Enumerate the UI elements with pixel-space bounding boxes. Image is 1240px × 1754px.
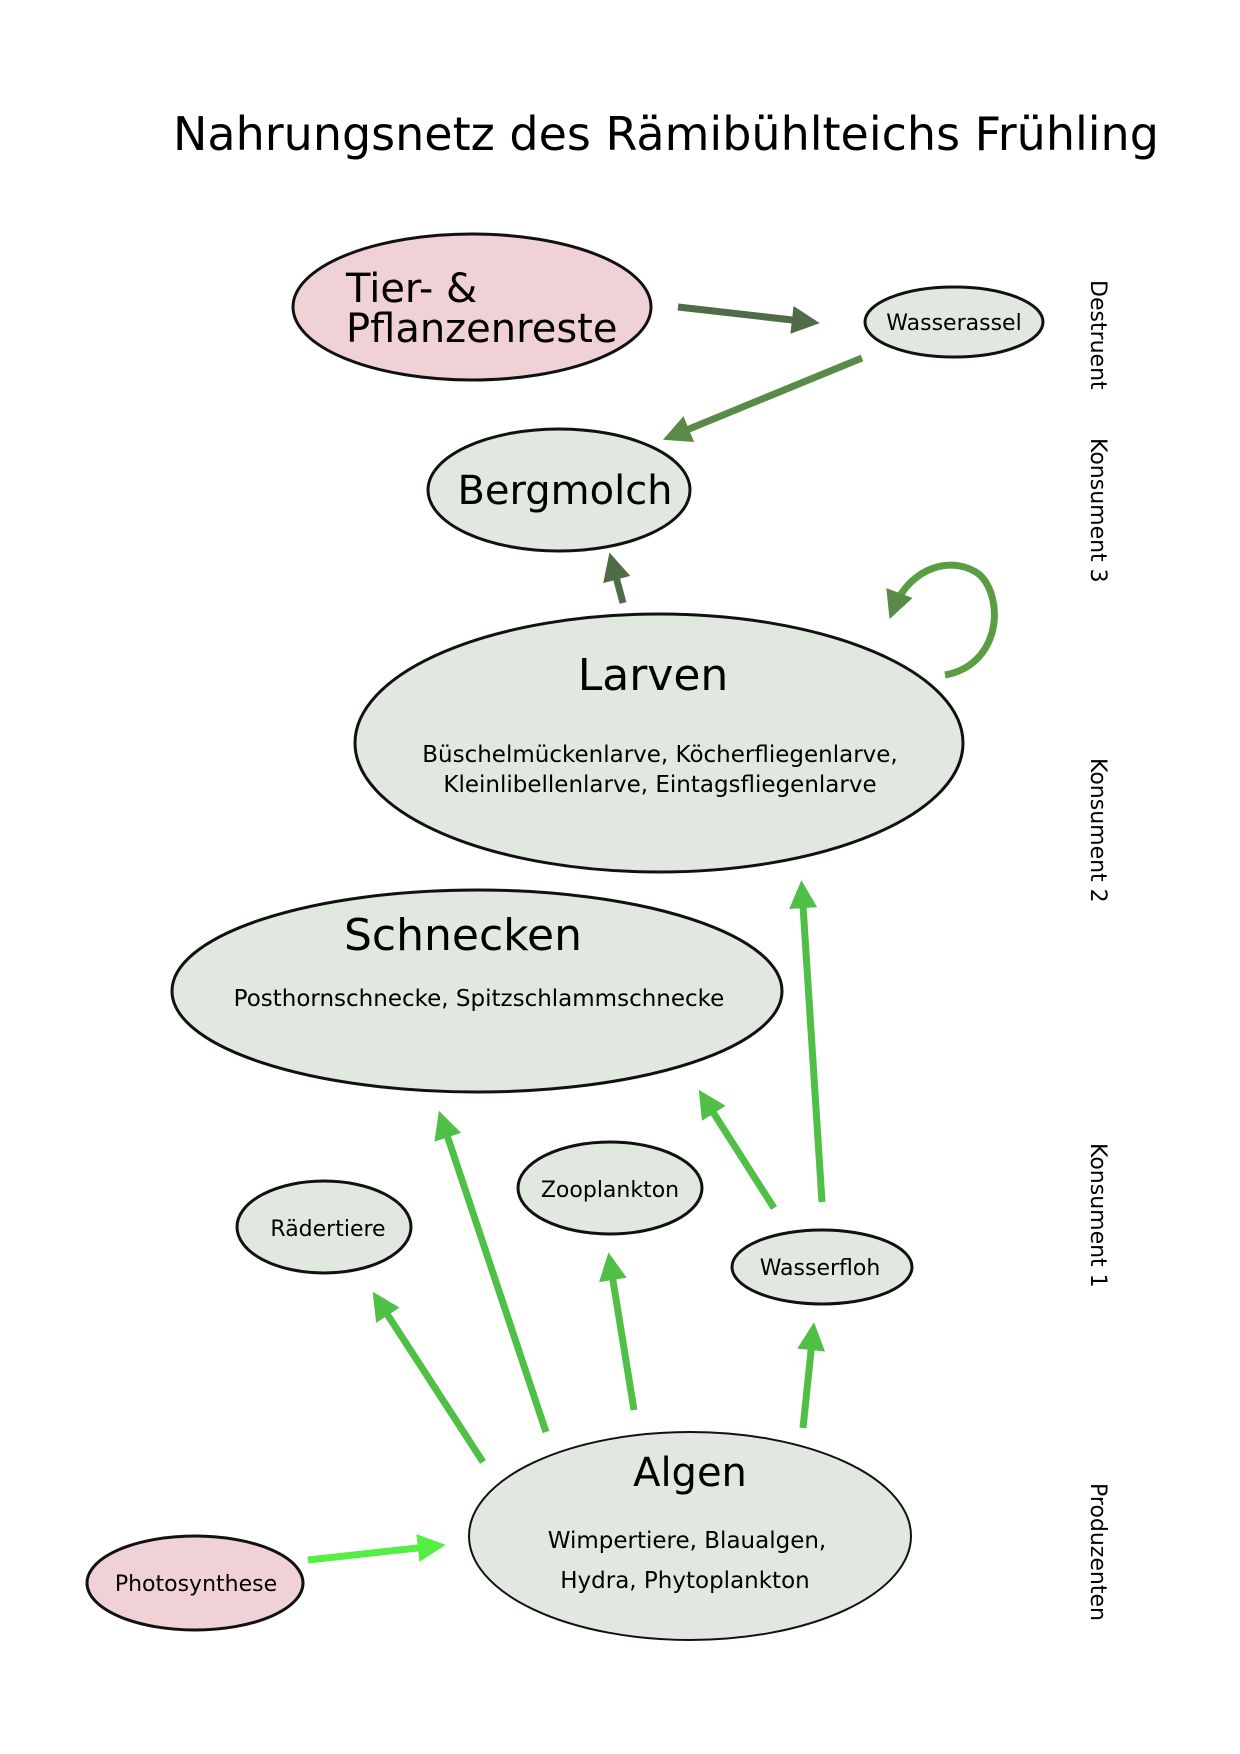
node-label: Algen: [633, 1450, 747, 1496]
node-shape: [426, 427, 692, 553]
arrow-reste-to-wasserassel: [677, 303, 820, 334]
node-label-line2: Pflanzenreste: [346, 306, 617, 352]
node-label: Zooplankton: [541, 1178, 679, 1203]
node-detail-line2: Hydra, Phytoplankton: [560, 1568, 809, 1594]
node-label: Bergmolch: [457, 468, 672, 514]
node-shape: [468, 1431, 912, 1641]
arrow-algen-to-raedertiere: [372, 1291, 486, 1464]
node-tier-pflanzenreste: Tier- & Pflanzenreste: [291, 232, 653, 382]
level-label-produzenten: Produzenten: [1085, 1483, 1110, 1621]
diagram-title: Nahrungsnetz des Rämibühlteichs Frühling: [173, 107, 1159, 161]
level-label-konsument2: Konsument 2: [1085, 758, 1110, 903]
node-detail-line1: Büschelmückenlarve, Köcherfliegenlarve,: [422, 742, 898, 768]
arrow-algen-to-zooplankton: [599, 1252, 638, 1411]
node-label-line1: Tier- &: [345, 266, 477, 312]
arrows: [307, 303, 998, 1564]
level-label-destruent: Destruent: [1085, 280, 1110, 390]
node-label: Wasserfloh: [760, 1256, 881, 1281]
node-shape: [730, 1228, 914, 1306]
node-algen: Algen Wimpertiere, Blaualgen, Hydra, Phy…: [468, 1431, 912, 1641]
node-label: Rädertiere: [270, 1217, 385, 1242]
node-detail-line1: Posthornschnecke, Spitzschlammschnecke: [234, 986, 725, 1012]
node-shape: [863, 285, 1045, 359]
node-raedertiere: Rädertiere: [235, 1179, 413, 1275]
node-shape: [353, 612, 965, 874]
node-wasserfloh: Wasserfloh: [730, 1228, 914, 1306]
arrow-wasserfloh-to-larven: [789, 880, 826, 1203]
trophic-levels: Destruent Konsument 3 Konsument 2 Konsum…: [1085, 280, 1110, 1621]
arrow-algen-to-wasserfloh: [797, 1322, 826, 1429]
node-shape: [291, 232, 653, 382]
arrow-wasserfloh-to-schnecken: [698, 1089, 777, 1210]
node-detail-line1: Wimpertiere, Blaualgen,: [548, 1528, 826, 1554]
node-label: Wasserassel: [886, 311, 1021, 336]
node-photosynthese: Photosynthese: [85, 1534, 305, 1632]
node-schnecken: Schnecken Posthornschnecke, Spitzschlamm…: [170, 888, 784, 1094]
node-shape: [516, 1140, 704, 1236]
node-shape: [235, 1179, 413, 1275]
arrow-photosynthese-to-algen: [307, 1534, 446, 1564]
node-label: Larven: [578, 650, 729, 701]
level-label-konsument1: Konsument 1: [1085, 1143, 1110, 1288]
level-label-konsument3: Konsument 3: [1085, 438, 1110, 583]
node-shape: [170, 888, 784, 1094]
node-bergmolch: Bergmolch: [426, 427, 692, 553]
node-label: Schnecken: [344, 910, 582, 961]
node-detail-line2: Kleinlibellenlarve, Eintagsfliegenlarve: [443, 772, 876, 798]
node-label: Photosynthese: [115, 1572, 277, 1597]
node-zooplankton: Zooplankton: [516, 1140, 704, 1236]
arrow-algen-to-schnecken: [434, 1110, 550, 1434]
arrow-wasserassel-to-bergmolch: [662, 354, 864, 443]
node-larven: Larven Büschelmückenlarve, Köcherfliegen…: [353, 612, 965, 874]
node-shape: [85, 1534, 305, 1632]
arrow-larven-to-bergmolch: [603, 552, 631, 604]
arrow-larven-self-loop: [886, 561, 998, 679]
node-wasserassel: Wasserassel: [863, 285, 1045, 359]
